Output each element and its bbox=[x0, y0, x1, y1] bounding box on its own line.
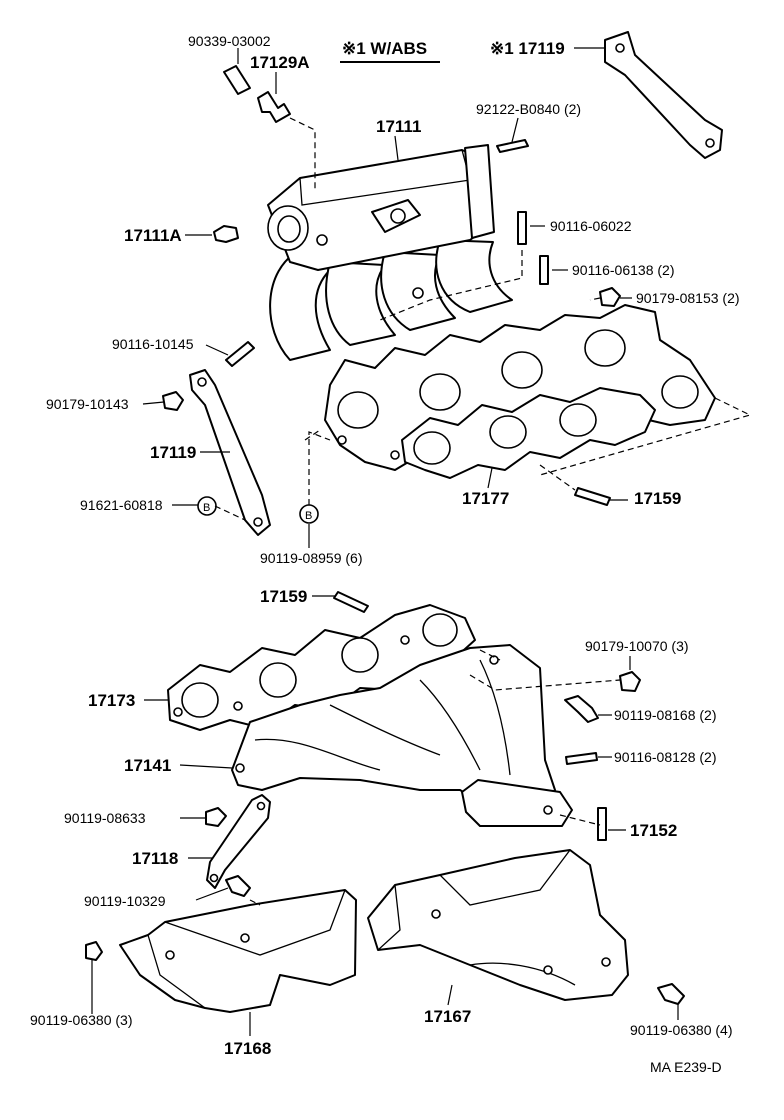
label-17111: 17111 bbox=[376, 117, 421, 136]
label-90119-06380-4: 90119-06380 (4) bbox=[630, 1022, 732, 1038]
label-17173: 17173 bbox=[88, 691, 135, 710]
label-90116-06138: 90116-06138 (2) bbox=[572, 262, 674, 278]
leader-lines bbox=[91, 47, 679, 1036]
label-17168: 17168 bbox=[224, 1039, 271, 1058]
label-17129a: 17129A bbox=[250, 53, 310, 72]
label-90116-06022: 90116-06022 bbox=[550, 218, 632, 234]
note-17119-abs: ※1 17119 bbox=[490, 39, 565, 58]
label-90339-03002: 90339-03002 bbox=[188, 33, 271, 49]
marker-b-right: B bbox=[305, 510, 312, 522]
label-90179-10143: 90179-10143 bbox=[46, 396, 129, 412]
label-17167: 17167 bbox=[424, 1007, 471, 1026]
label-17152: 17152 bbox=[630, 821, 677, 840]
exhaust-manifold-17141 bbox=[231, 644, 573, 827]
label-90119-08959: 90119-08959 (6) bbox=[260, 550, 362, 566]
upper-dash-lines bbox=[214, 117, 752, 521]
label-17119: 17119 bbox=[150, 443, 196, 462]
upper-hardware bbox=[162, 65, 621, 524]
heat-insulator-17167 bbox=[367, 849, 629, 1001]
intake-gasket-17177 bbox=[401, 387, 656, 479]
label-17177: 17177 bbox=[462, 489, 509, 508]
note-w-abs: ※1 W/ABS bbox=[342, 39, 427, 58]
label-90119-08168: 90119-08168 (2) bbox=[614, 707, 716, 723]
label-90119-08633: 90119-08633 bbox=[64, 810, 146, 826]
exhaust-gasket-17173 bbox=[167, 604, 476, 731]
heat-insulator-17168 bbox=[119, 889, 357, 1013]
label-90116-08128: 90116-08128 (2) bbox=[614, 749, 716, 765]
label-17159-upper: 17159 bbox=[634, 489, 681, 508]
bracket-17118 bbox=[206, 794, 271, 889]
label-90119-06380-3: 90119-06380 (3) bbox=[30, 1012, 132, 1028]
diagram-reference-code: MA E239-D bbox=[650, 1059, 722, 1075]
label-90179-08153: 90179-08153 (2) bbox=[636, 290, 740, 306]
marker-b-left: B bbox=[203, 502, 210, 514]
lower-hardware bbox=[85, 591, 685, 1005]
stay-17119-abs bbox=[604, 31, 723, 159]
label-90179-10070: 90179-10070 (3) bbox=[585, 638, 689, 654]
label-17118: 17118 bbox=[132, 849, 178, 868]
lower-dash-lines bbox=[249, 649, 621, 906]
label-17141: 17141 bbox=[124, 756, 171, 775]
label-90116-10145: 90116-10145 bbox=[112, 336, 194, 352]
label-90119-10329: 90119-10329 bbox=[84, 893, 166, 909]
part-labels: 90339-03002 17129A ※1 W/ABS ※1 17119 171… bbox=[30, 33, 740, 1075]
intake-manifold-17111 bbox=[267, 144, 513, 361]
label-17111a: 17111A bbox=[124, 226, 182, 245]
label-92122-b0840: 92122-B0840 (2) bbox=[476, 101, 581, 117]
label-17159-lower: 17159 bbox=[260, 587, 307, 606]
label-91621-60818: 91621-60818 bbox=[80, 497, 163, 513]
